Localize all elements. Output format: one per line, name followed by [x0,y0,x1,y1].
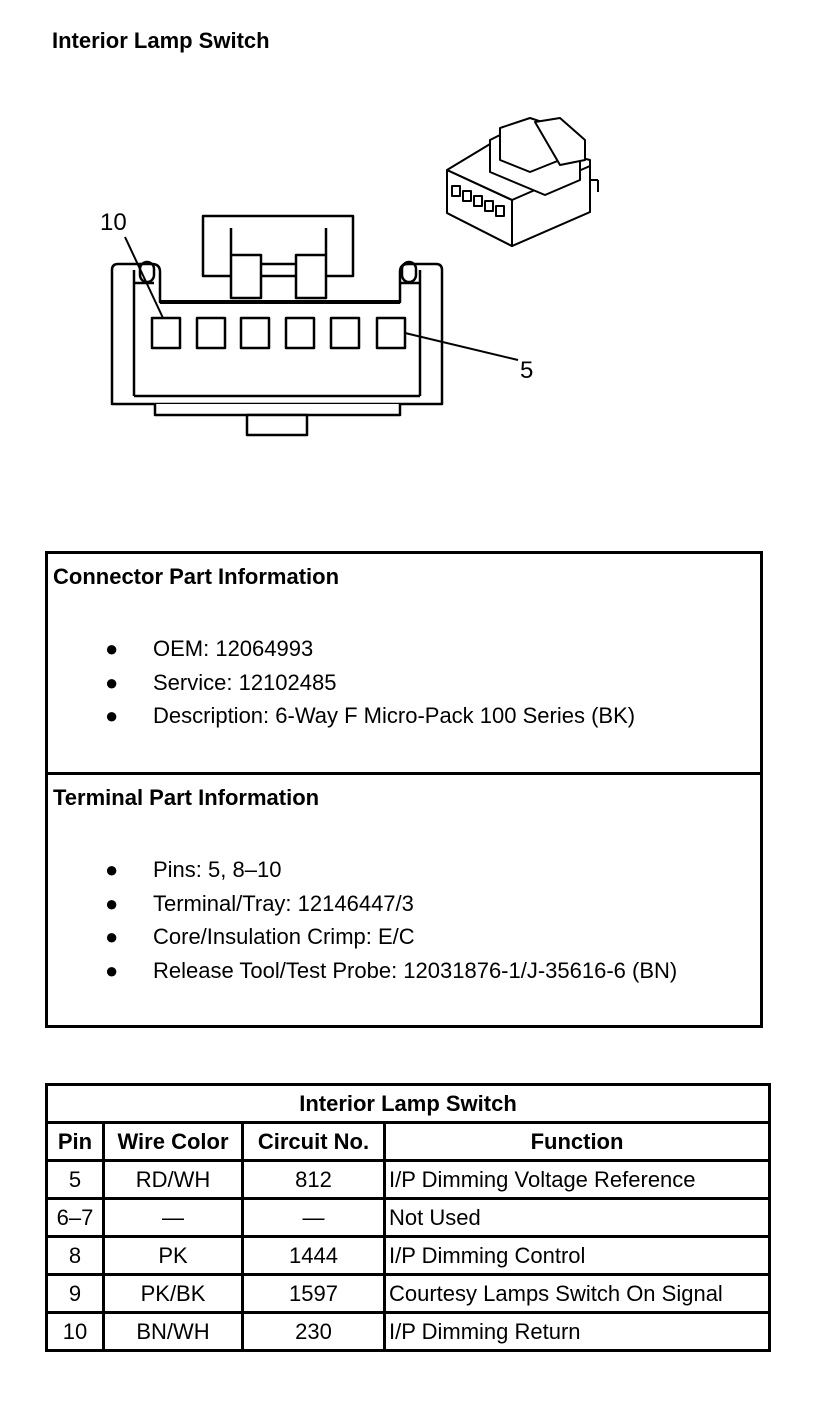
table-row: 5 RD/WH 812 I/P Dimming Voltage Referenc… [45,1159,771,1200]
cell-circuit-no: 230 [241,1311,386,1352]
cell-wire-color: RD/WH [102,1159,244,1200]
page-title: Interior Lamp Switch [52,28,270,53]
connector-part-info-heading: Connector Part Information [53,564,340,589]
cell-function: I/P Dimming Return [383,1311,771,1352]
bullet-icon: ● [105,924,119,950]
cell-circuit-no: 812 [241,1159,386,1200]
terminal-part-info-heading: Terminal Part Information [53,785,320,810]
connector-front-view [110,214,519,437]
cell-wire-color: PK [102,1235,244,1276]
part-information-box: Connector Part Information ● OEM: 1206499… [45,551,763,1028]
cell-wire-color: — [102,1197,244,1238]
list-item-text: OEM: 12064993 [153,636,314,661]
table-row: 9 PK/BK 1597 Courtesy Lamps Switch On Si… [45,1273,771,1314]
list-item-text: Core/Insulation Crimp: E/C [153,924,415,950]
cell-wire-color: BN/WH [102,1311,244,1352]
table-header-row: Pin Wire Color Circuit No. Function [45,1121,771,1162]
cell-function: Not Used [383,1197,771,1238]
bullet-icon: ● [105,636,119,661]
terminal-part-info: Terminal Part Information ● Pins: 5, 8–10… [48,775,760,1025]
pin-10-label: 10 [100,209,127,236]
pin-5-label: 5 [520,357,533,384]
bullet-icon: ● [105,857,119,882]
bullet-icon: ● [105,703,119,729]
list-item-text: Terminal/Tray: 12146447/3 [153,890,414,916]
cell-pin: 5 [45,1159,105,1200]
cell-function: Courtesy Lamps Switch On Signal [383,1273,771,1314]
bullet-icon: ● [105,958,119,984]
connector-diagram: 10 5 [100,117,599,437]
column-header-function: Function [383,1121,771,1162]
list-item-text: Service: 12102485 [153,669,337,695]
column-header-pin: Pin [45,1121,105,1162]
cell-pin: 10 [45,1311,105,1352]
cell-function: I/P Dimming Voltage Reference [383,1159,771,1200]
column-header-circuit-no: Circuit No. [241,1121,386,1162]
table-title: Interior Lamp Switch [45,1083,771,1124]
connector-part-info: Connector Part Information ● OEM: 1206499… [48,554,760,775]
list-item-text: Pins: 5, 8–10 [153,857,282,882]
cell-pin: 6–7 [45,1197,105,1238]
table-row: 10 BN/WH 230 I/P Dimming Return [45,1311,771,1352]
cell-circuit-no: 1444 [241,1235,386,1276]
list-item-text: Description: 6-Way F Micro-Pack 100 Seri… [153,703,636,729]
cell-circuit-no: — [241,1197,386,1238]
table-title-row: Interior Lamp Switch [45,1083,771,1124]
list-item-text: Release Tool/Test Probe: 12031876-1/J-35… [153,958,678,984]
cell-function: I/P Dimming Control [383,1235,771,1276]
bullet-icon: ● [105,890,119,916]
cell-circuit-no: 1597 [241,1273,386,1314]
connector-isometric-illustration [446,117,599,247]
table-row: 6–7 — — Not Used [45,1197,771,1238]
cell-pin: 9 [45,1273,105,1314]
column-header-wire-color: Wire Color [102,1121,244,1162]
bullet-icon: ● [105,669,119,695]
cell-wire-color: PK/BK [102,1273,244,1314]
pin-function-table: Interior Lamp Switch Pin Wire Color Circ… [45,1083,771,1352]
cell-pin: 8 [45,1235,105,1276]
table-row: 8 PK 1444 I/P Dimming Control [45,1235,771,1276]
